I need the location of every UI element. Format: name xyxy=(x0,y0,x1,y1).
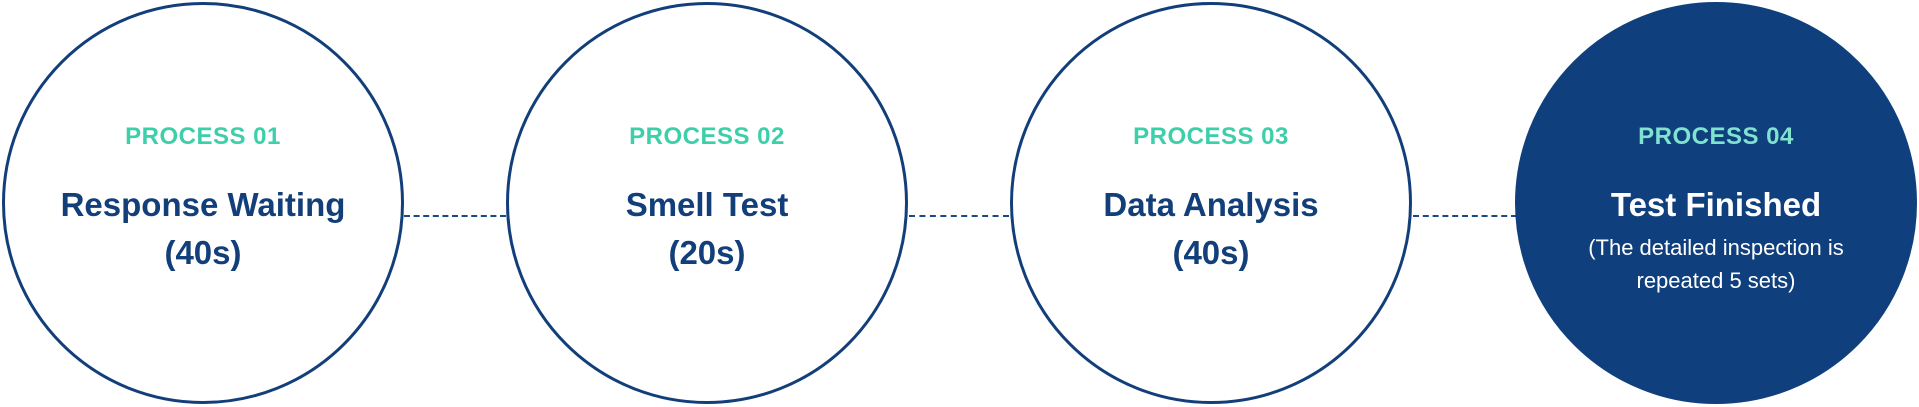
step-detail: (The detailed inspection is repeated 5 s… xyxy=(1556,231,1876,297)
process-step-2: PROCESS 02 Smell Test (20s) xyxy=(506,2,908,404)
step-label: PROCESS 04 xyxy=(1638,123,1794,150)
step-title-duration: (40s) xyxy=(1172,234,1250,271)
step-title-line: Response Waiting xyxy=(60,186,346,223)
step-label: PROCESS 03 xyxy=(1133,123,1289,150)
step-title: Response Waiting (40s) xyxy=(61,181,346,277)
step-label: PROCESS 02 xyxy=(629,123,785,150)
step-detail-line: (The detailed inspection is xyxy=(1588,235,1844,260)
step-title-line: Smell Test xyxy=(625,186,789,223)
step-title-duration: (20s) xyxy=(668,234,746,271)
process-step-3: PROCESS 03 Data Analysis (40s) xyxy=(1010,2,1412,404)
process-step-4: PROCESS 04 Test Finished (The detailed i… xyxy=(1515,2,1917,404)
step-label: PROCESS 01 xyxy=(125,123,281,150)
process-step-1: PROCESS 01 Response Waiting (40s) xyxy=(2,2,404,404)
connector-3-4 xyxy=(1413,215,1517,217)
step-title: Smell Test (20s) xyxy=(626,181,789,277)
step-title-line: Data Analysis xyxy=(1103,186,1319,223)
step-detail-line: repeated 5 sets) xyxy=(1636,268,1796,293)
step-title: Data Analysis (40s) xyxy=(1103,181,1318,277)
connector-2-3 xyxy=(909,215,1009,217)
step-title-duration: (40s) xyxy=(164,234,242,271)
step-title: Test Finished xyxy=(1611,181,1821,229)
step-title-line: Test Finished xyxy=(1610,186,1822,223)
connector-1-2 xyxy=(404,215,506,217)
